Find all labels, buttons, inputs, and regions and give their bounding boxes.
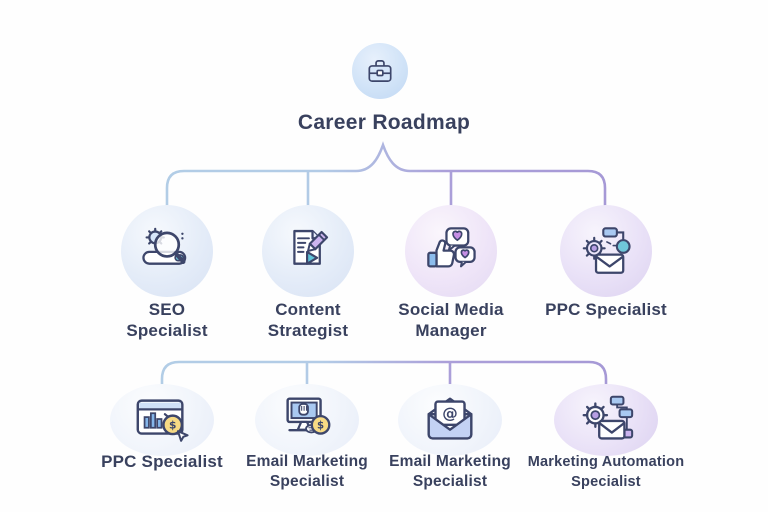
node-bubble-marketing-automation-specialist [554, 384, 658, 456]
connector-row1 [165, 141, 607, 208]
node-bubble-ppc-specialist [560, 205, 652, 297]
node-label-email-marketing-specialist: Email Marketing Specialist [389, 453, 511, 490]
node-bubble-email-marketing-specialist [255, 384, 359, 456]
node-label-marketing-automation-specialist: Marketing Automation Specialist [527, 454, 685, 490]
node-label-ppc-specialist: PPC Specialist [545, 300, 667, 319]
node-bubble-content-strategist [262, 205, 354, 297]
briefcase-icon [352, 43, 408, 99]
node-bubble-seo-specialist [121, 205, 213, 297]
node-label-email-marketing-specialist: Email Marketing Specialist [246, 453, 368, 490]
node-label-seo-specialist: SEO Specialist [126, 300, 208, 340]
gear-envelope-flowchart-icon [575, 389, 637, 451]
laptop-hand-coin-icon [276, 389, 338, 451]
gear-envelope-flow-icon [577, 222, 635, 280]
node-bubble-email-marketing-specialist [398, 384, 502, 456]
connector-row2 [160, 360, 608, 387]
diagram-title: Career Roadmap [297, 111, 471, 134]
node-label-ppc-specialist: PPC Specialist [101, 452, 223, 471]
node-label-content-strategist: Content Strategist [267, 300, 349, 340]
seo-magnifier-gear-icon [138, 222, 196, 280]
document-pencil-play-icon [279, 222, 337, 280]
node-label-social-media-manager: Social Media Manager [398, 300, 504, 340]
node-bubble-ppc-specialist [110, 384, 214, 456]
browser-chart-coin-icon [131, 389, 193, 451]
envelope-at-icon [419, 389, 481, 451]
briefcase-icon [362, 53, 398, 89]
thumbs-up-hearts-icon [422, 222, 480, 280]
node-bubble-social-media-manager [405, 205, 497, 297]
